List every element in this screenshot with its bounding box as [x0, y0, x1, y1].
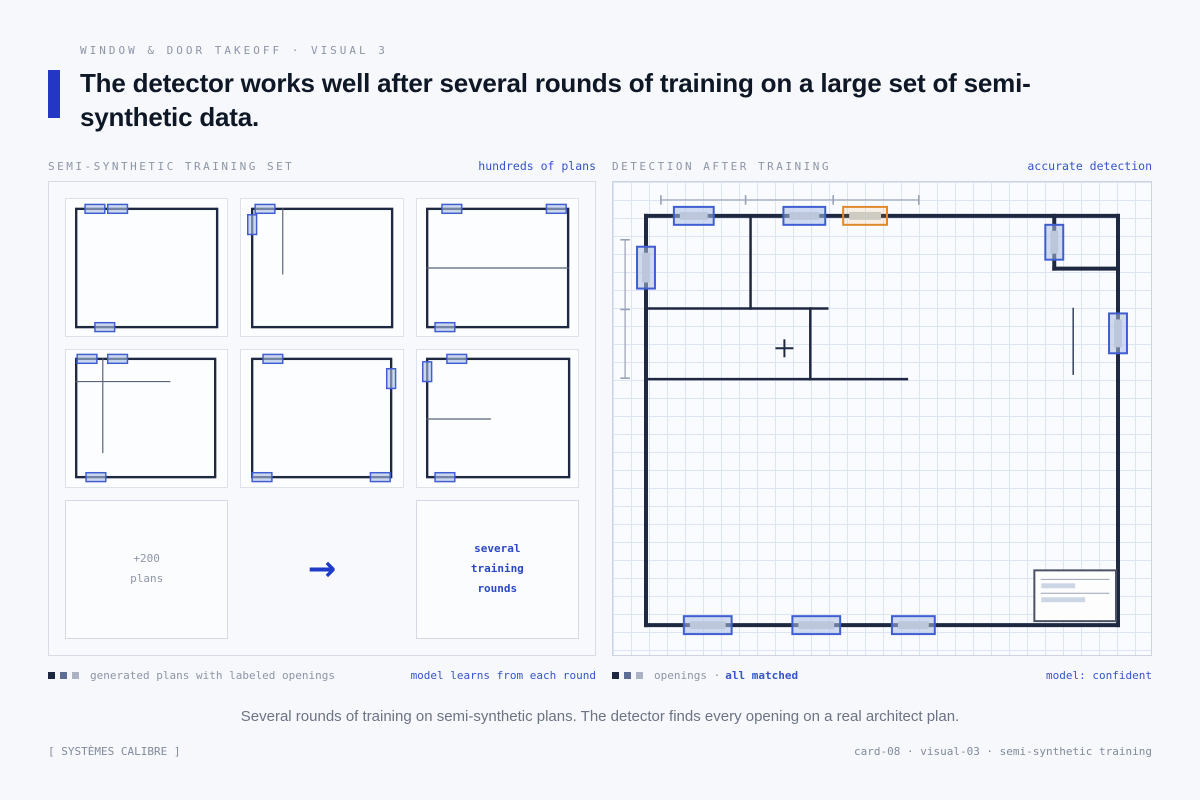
plan-count-box: +200 plans — [65, 499, 229, 639]
training-footer-text: generated plans with labeled openings — [90, 668, 336, 682]
detection-footer-text: openings · — [654, 668, 721, 682]
training-rounds-box: several training rounds — [415, 499, 579, 639]
headline-accent-bar — [48, 70, 60, 118]
training-set-section: SEMI-SYNTHETIC TRAINING SET hundreds of … — [48, 159, 596, 682]
training-plan-thumbnail — [415, 348, 579, 488]
training-set-footer: generated plans with labeled openings mo… — [48, 669, 596, 682]
training-set-label: SEMI-SYNTHETIC TRAINING SET — [48, 159, 295, 173]
training-footer-legend: generated plans with labeled openings — [48, 669, 335, 682]
training-footer-note: model learns from each round — [410, 668, 596, 682]
training-summary-row: +200 plans → several training rounds — [65, 499, 579, 639]
detection-panel — [612, 180, 1152, 656]
detection-label: DETECTION AFTER TRAINING — [612, 159, 831, 173]
detection-header: DETECTION AFTER TRAINING accurate detect… — [612, 159, 1152, 173]
page-title: The detector works well after several ro… — [80, 68, 1031, 132]
legend-square-dark-icon — [612, 671, 619, 679]
eyebrow-label: WINDOW & DOOR TAKEOFF · VISUAL 3 — [80, 44, 388, 57]
arrow-right-icon: → — [307, 549, 337, 590]
detection-footer-emphasis: all matched — [725, 668, 799, 682]
card-meta-label: card-08 · visual-03 · semi-synthetic tra… — [853, 744, 1152, 758]
legend-square-blue-icon — [60, 671, 67, 679]
training-thumbnails-grid — [65, 197, 579, 488]
legend-square-gray-icon — [72, 671, 79, 679]
training-plan-thumbnail — [65, 197, 229, 337]
training-plan-thumbnail — [65, 348, 229, 488]
content-columns: SEMI-SYNTHETIC TRAINING SET hundreds of … — [48, 159, 1152, 682]
training-plan-thumbnail — [240, 197, 404, 337]
caption-text: Several rounds of training on semi-synth… — [240, 707, 960, 725]
headline-row: The detector works well after several ro… — [48, 67, 1152, 135]
detection-footer-note: model: confident — [1046, 668, 1152, 682]
legend-square-blue-icon — [624, 671, 631, 679]
brand-label: [ SYSTÈMES CALIBRE ] — [48, 744, 181, 758]
training-plan-thumbnail — [415, 197, 579, 337]
training-plan-thumbnail — [240, 348, 404, 488]
bottom-bar: [ SYSTÈMES CALIBRE ] card-08 · visual-03… — [48, 745, 1152, 758]
legend-square-dark-icon — [48, 671, 55, 679]
detection-footer: openings · all matched model: confident — [612, 669, 1152, 682]
legend-square-gray-icon — [636, 671, 643, 679]
arrow-cell: → — [240, 500, 403, 639]
detection-footer-legend: openings · all matched — [612, 669, 798, 682]
training-set-header: SEMI-SYNTHETIC TRAINING SET hundreds of … — [48, 159, 596, 173]
training-set-value: hundreds of plans — [478, 158, 596, 173]
detection-value: accurate detection — [1027, 158, 1152, 173]
training-set-panel: +200 plans → several training rounds — [48, 180, 596, 656]
floor-plan-drawing — [620, 194, 1128, 635]
detection-section: DETECTION AFTER TRAINING accurate detect… — [612, 159, 1152, 682]
